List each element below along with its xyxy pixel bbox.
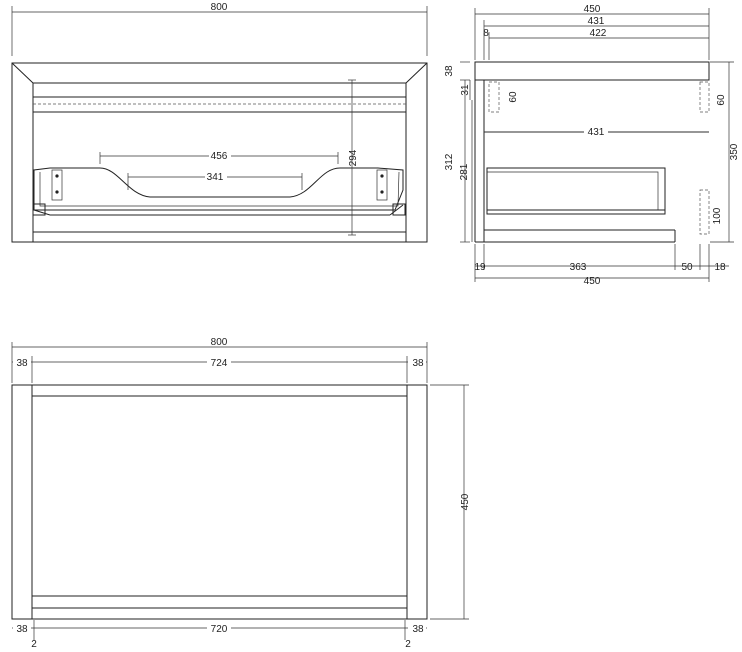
plan-offset-left-label: 2 [31, 639, 37, 650]
side-350-label: 350 [729, 143, 740, 160]
side-431-label: 431 [588, 16, 605, 27]
side-31-label: 31 [460, 84, 471, 96]
side-bracket-left-label: 60 [508, 91, 519, 103]
side-right-height: 350 [710, 61, 740, 243]
front-view: 800 [11, 2, 428, 243]
plan-side-right-label: 38 [412, 358, 424, 369]
basin-inner-label: 341 [207, 172, 224, 183]
basin-height-label: 294 [348, 149, 359, 166]
plan-outer-frame [11, 384, 428, 620]
front-outer-frame [11, 62, 428, 243]
side-312-label: 312 [444, 153, 455, 170]
plan-segment-dimensions: 38 724 38 [12, 356, 427, 383]
side-inner-dimension: 431 [484, 125, 709, 138]
plan-bottom-left-label: 38 [16, 624, 28, 635]
side-363-label: 363 [570, 262, 587, 273]
plan-side-left-label: 38 [16, 358, 28, 369]
basin-outer-dimension: 456 [99, 149, 339, 164]
side-top-dimensions: 450 431 422 8 [474, 4, 710, 60]
side-bottom-dimensions: 19 363 50 18 450 [474, 244, 729, 287]
front-width-dimension: 800 [11, 2, 428, 56]
side-38-label: 38 [444, 65, 455, 77]
side-drawer-bracket-label: 100 [712, 207, 723, 224]
side-bracket-right-label: 60 [716, 94, 727, 106]
plan-bottom-dimensions: 38 720 38 2 2 [12, 620, 427, 650]
basin-outer-label: 456 [211, 151, 228, 162]
basin-height-dimension: 294 [348, 79, 359, 236]
plan-bottom-inner-label: 720 [211, 624, 228, 635]
side-depth-label: 450 [584, 4, 601, 15]
side-bracket-left [488, 81, 500, 113]
side-drawer [486, 167, 710, 235]
side-281-label: 281 [459, 163, 470, 180]
side-50-label: 50 [681, 262, 693, 273]
basin-inner-dimension: 341 [127, 170, 303, 190]
side-bottom-450-label: 450 [584, 276, 601, 287]
plan-inner-width-label: 724 [211, 358, 228, 369]
side-bracket-right [699, 81, 710, 113]
side-view: 450 431 422 8 [444, 4, 740, 287]
side-8-label: 8 [483, 28, 489, 39]
plan-width-label: 800 [211, 337, 228, 348]
front-width-label: 800 [211, 2, 228, 13]
plan-width-dimension: 800 [11, 337, 428, 383]
side-left-dimensions: 312 38 31 281 [444, 61, 473, 243]
plan-depth-dimension: 450 [430, 384, 471, 620]
side-countertop [474, 61, 710, 81]
plan-view: 800 38 724 38 450 [11, 337, 471, 650]
plan-depth-label: 450 [460, 493, 471, 510]
side-19-label: 19 [474, 262, 486, 273]
side-422-label: 422 [590, 28, 607, 39]
plan-offset-right-label: 2 [405, 639, 411, 650]
plan-bottom-right-label: 38 [412, 624, 424, 635]
side-inner-431-label: 431 [588, 127, 605, 138]
front-basin [32, 167, 406, 216]
side-18-label: 18 [714, 262, 726, 273]
